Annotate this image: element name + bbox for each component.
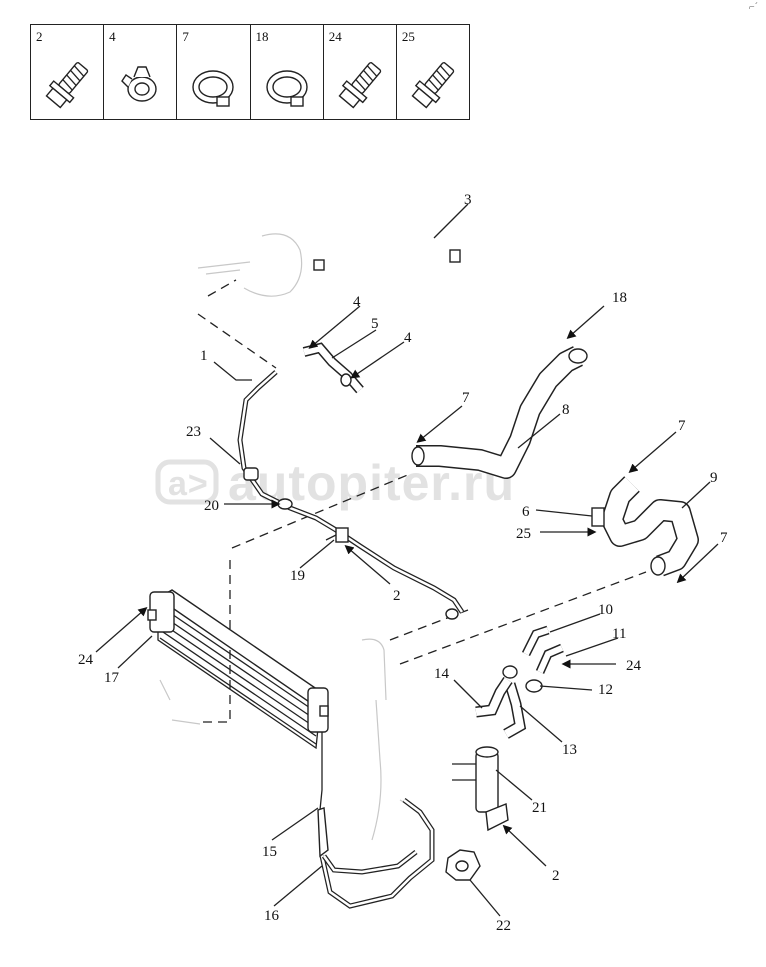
callout-2: 2 [393,588,401,604]
fastener-cell-4: 4 [104,25,178,119]
fastener-cell-7: 7 [177,25,251,119]
callout-7: 7 [720,530,728,546]
callout-11: 11 [612,626,626,642]
part-19-bracket [325,527,349,543]
part-1-pipe [237,370,465,620]
callout-7: 7 [678,418,686,434]
callout-19: 19 [290,568,305,584]
fastener-number: 7 [182,29,189,44]
callout-13: 13 [562,742,577,758]
callout-9: 9 [710,470,718,486]
callout-10: 10 [598,602,613,618]
part-15-hose [317,732,329,858]
part-14-hose [475,676,513,718]
callout-17: 17 [104,670,120,686]
callout-14: 14 [434,666,450,682]
fastener-number: 2 [36,29,43,44]
dashed-leaders [197,279,647,723]
fastener-cell-18: 18 [251,25,324,119]
fastener-number: 24 [328,29,342,44]
part-12-clamp [502,665,543,693]
callout-21: 21 [532,800,547,816]
fastener-number: 25 [401,29,415,44]
part-13-hose [503,682,527,739]
callout-labels: 3 4 5 4 18 1 7 8 7 23 9 20 6 25 7 19 2 1… [78,192,728,934]
fastener-number: 4 [109,29,116,44]
flange-bolt-icon [45,62,89,109]
part-3-hose [313,238,461,280]
part-17-oil-cooler [147,589,329,750]
callout-25: 25 [516,526,531,542]
part-22-fitting [445,849,481,881]
callout-22: 22 [496,918,511,934]
part-5-hose [302,342,364,394]
callout-18: 18 [612,290,627,306]
fastener-legend: 2 4 7 18 [30,24,470,120]
part-20-grommet [277,498,293,510]
part-11-hose [535,643,564,674]
engine-outline [159,233,431,841]
spring-clip-icon [121,66,157,102]
hose-clamp-icon [265,70,308,107]
part-8-hose [411,346,588,479]
flange-bolt-icon [338,62,381,109]
callout-4: 4 [404,330,412,346]
callout-3: 3 [464,192,472,208]
part-10-hose [521,625,550,657]
fastener-number: 18 [255,29,269,44]
fastener-cell-24: 24 [324,25,397,119]
part-6-bracket [591,507,605,527]
callout-16: 16 [264,908,280,924]
callout-1: 1 [200,348,208,364]
fastener-cell-25: 25 [397,25,469,119]
part-23-fitting [243,467,259,481]
callout-20: 20 [204,498,219,514]
svg-text:a>: a> [168,465,209,503]
callout-24: 24 [626,658,642,674]
callout-23: 23 [186,424,201,440]
part-21-housing [452,746,509,832]
fastener-cell-2: 2 [31,25,105,119]
callout-12: 12 [598,682,613,698]
callout-8: 8 [562,402,570,418]
callout-15: 15 [262,844,277,860]
part-9-hose [601,476,699,577]
leader-lines [95,203,719,917]
flange-bolt-icon [411,62,455,109]
callout-6: 6 [522,504,530,520]
hose-clamp-icon [192,70,235,107]
corner-mark: ⌐´ [749,2,758,13]
callout-2: 2 [552,868,560,884]
callout-5: 5 [371,316,379,332]
callout-4: 4 [353,294,361,310]
callout-24: 24 [78,652,94,668]
callout-7: 7 [462,390,470,406]
part-16-pipe [319,798,435,909]
